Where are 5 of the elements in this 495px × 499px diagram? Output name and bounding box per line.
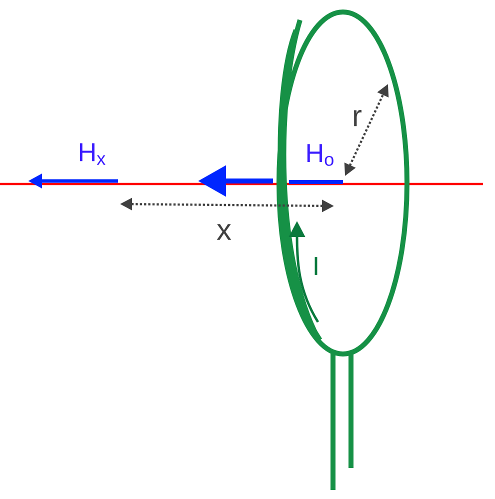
symbol-label: H$_{x}$ <box>80 143 106 165</box>
symbol-label: r <box>354 110 362 126</box>
symbol-label: H$_{o}$ <box>307 144 334 166</box>
symbol-label: I <box>314 257 318 275</box>
symbol-label: x <box>216 224 232 240</box>
